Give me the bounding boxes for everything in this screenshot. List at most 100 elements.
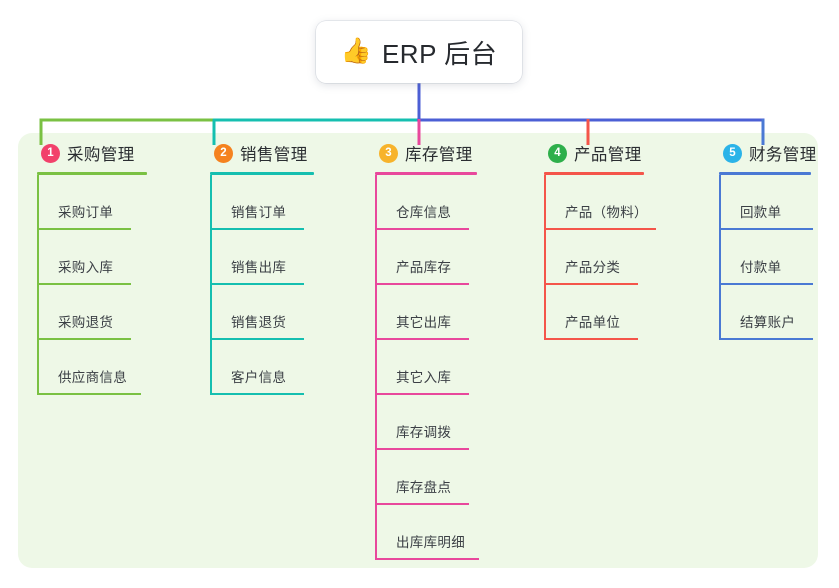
leaf-item-label: 销售出库 [231,260,287,275]
leaf-item-label: 其它出库 [396,315,452,330]
leaf-item-rule [210,228,304,230]
leaf-item-rule [210,338,304,340]
column-spine-4 [544,175,546,340]
leaf-item-label: 结算账户 [740,315,796,330]
leaf-item-rule [37,338,131,340]
leaf-list-2: 销售订单销售出库销售退货客户信息 [210,175,314,395]
module-column-5: 5 财务管理回款单付款单结算账户 [719,140,817,340]
leaf-item-label: 采购退货 [58,315,114,330]
column-title-2: 销售管理 [240,146,308,164]
leaf-item[interactable]: 采购订单 [37,175,147,230]
column-header-1[interactable]: 1 采购管理 [37,140,147,166]
leaf-item[interactable]: 产品（物料） [544,175,656,230]
leaf-item[interactable]: 产品单位 [544,285,644,340]
leaf-item-rule [719,338,813,340]
column-title-4: 产品管理 [574,146,642,164]
column-header-4[interactable]: 4 产品管理 [544,140,644,166]
leaf-item[interactable]: 客户信息 [210,340,314,395]
column-title-5: 财务管理 [749,146,817,164]
column-spine-5 [719,175,721,340]
leaf-item[interactable]: 出库库明细 [375,505,479,560]
leaf-item-label: 采购入库 [58,260,114,275]
leaf-item-label: 付款单 [740,260,782,275]
leaf-item[interactable]: 其它出库 [375,285,477,340]
module-column-4: 4 产品管理产品（物料） 产品分类产品单位 [544,140,656,340]
leaf-item[interactable]: 库存调拨 [375,395,477,450]
column-rule-4 [544,172,644,175]
leaf-item-label: 销售退货 [231,315,287,330]
leaf-item-rule [37,228,131,230]
column-badge-1: 1 [41,143,60,163]
leaf-item-rule [210,283,304,285]
leaf-list-1: 采购订单采购入库采购退货供应商信息 [37,175,147,395]
column-header-5[interactable]: 5 财务管理 [719,140,817,166]
leaf-item-label: 仓库信息 [396,205,452,220]
root-node[interactable]: 👍 ERP 后台 [316,21,522,83]
column-spine-3 [375,175,377,560]
leaf-item[interactable]: 产品分类 [544,230,644,285]
module-column-1: 1 采购管理采购订单采购入库采购退货供应商信息 [37,140,147,395]
leaf-item[interactable]: 结算账户 [719,285,817,340]
column-spine-1 [37,175,39,395]
leaf-item-label: 库存调拨 [396,425,452,440]
leaf-item-rule [544,228,656,230]
column-rule-2 [210,172,314,175]
leaf-item[interactable]: 产品库存 [375,230,477,285]
column-rule-1 [37,172,147,175]
leaf-item-rule [719,283,813,285]
leaf-item-label: 回款单 [740,205,782,220]
leaf-item-label: 销售订单 [231,205,287,220]
leaf-item-label: 供应商信息 [58,370,127,385]
column-title-1: 采购管理 [67,146,135,164]
leaf-item-label: 采购订单 [58,205,114,220]
modules-panel [18,133,818,568]
leaf-list-4: 产品（物料） 产品分类产品单位 [544,175,656,340]
leaf-item[interactable]: 销售订单 [210,175,314,230]
leaf-item-rule [210,393,304,395]
leaf-item-label: 其它入库 [396,370,452,385]
leaf-item[interactable]: 供应商信息 [37,340,147,395]
leaf-item-rule [37,283,131,285]
leaf-item-rule [719,228,813,230]
column-rule-5 [719,172,811,175]
leaf-item-rule [375,558,479,560]
leaf-item-rule [375,228,469,230]
leaf-list-5: 回款单付款单结算账户 [719,175,817,340]
leaf-item[interactable]: 回款单 [719,175,817,230]
leaf-item-label: 库存盘点 [396,480,452,495]
leaf-item[interactable]: 仓库信息 [375,175,477,230]
root-node-label: ERP 后台 [381,38,498,69]
leaf-item-rule [544,338,638,340]
leaf-item[interactable]: 采购退货 [37,285,147,340]
leaf-item[interactable]: 付款单 [719,230,817,285]
module-column-3: 3 库存管理仓库信息产品库存其它出库其它入库库存调拨库存盘点出库库明细 [375,140,479,560]
leaf-item-rule [375,503,469,505]
leaf-item[interactable]: 销售出库 [210,230,314,285]
column-spine-2 [210,175,212,395]
leaf-item-label: 客户信息 [231,370,287,385]
leaf-item-rule [375,283,469,285]
leaf-item[interactable]: 其它入库 [375,340,477,395]
leaf-item-label: 产品分类 [565,260,621,275]
leaf-item-label: 产品单位 [565,315,621,330]
column-header-3[interactable]: 3 库存管理 [375,140,477,166]
leaf-item[interactable]: 采购入库 [37,230,147,285]
column-badge-4: 4 [548,143,567,163]
thumbs-up-icon: 👍 [340,36,372,65]
leaf-item-label: 产品库存 [396,260,452,275]
leaf-item-rule [375,448,469,450]
leaf-item-rule [375,338,469,340]
column-badge-5: 5 [723,143,742,163]
column-badge-3: 3 [379,143,398,163]
leaf-item[interactable]: 销售退货 [210,285,314,340]
leaf-list-3: 仓库信息产品库存其它出库其它入库库存调拨库存盘点出库库明细 [375,175,479,560]
leaf-item-rule [544,283,638,285]
column-title-3: 库存管理 [405,146,473,164]
leaf-item[interactable]: 库存盘点 [375,450,477,505]
leaf-item-label: 产品（物料） [565,205,648,220]
leaf-item-rule [37,393,141,395]
column-rule-3 [375,172,477,175]
